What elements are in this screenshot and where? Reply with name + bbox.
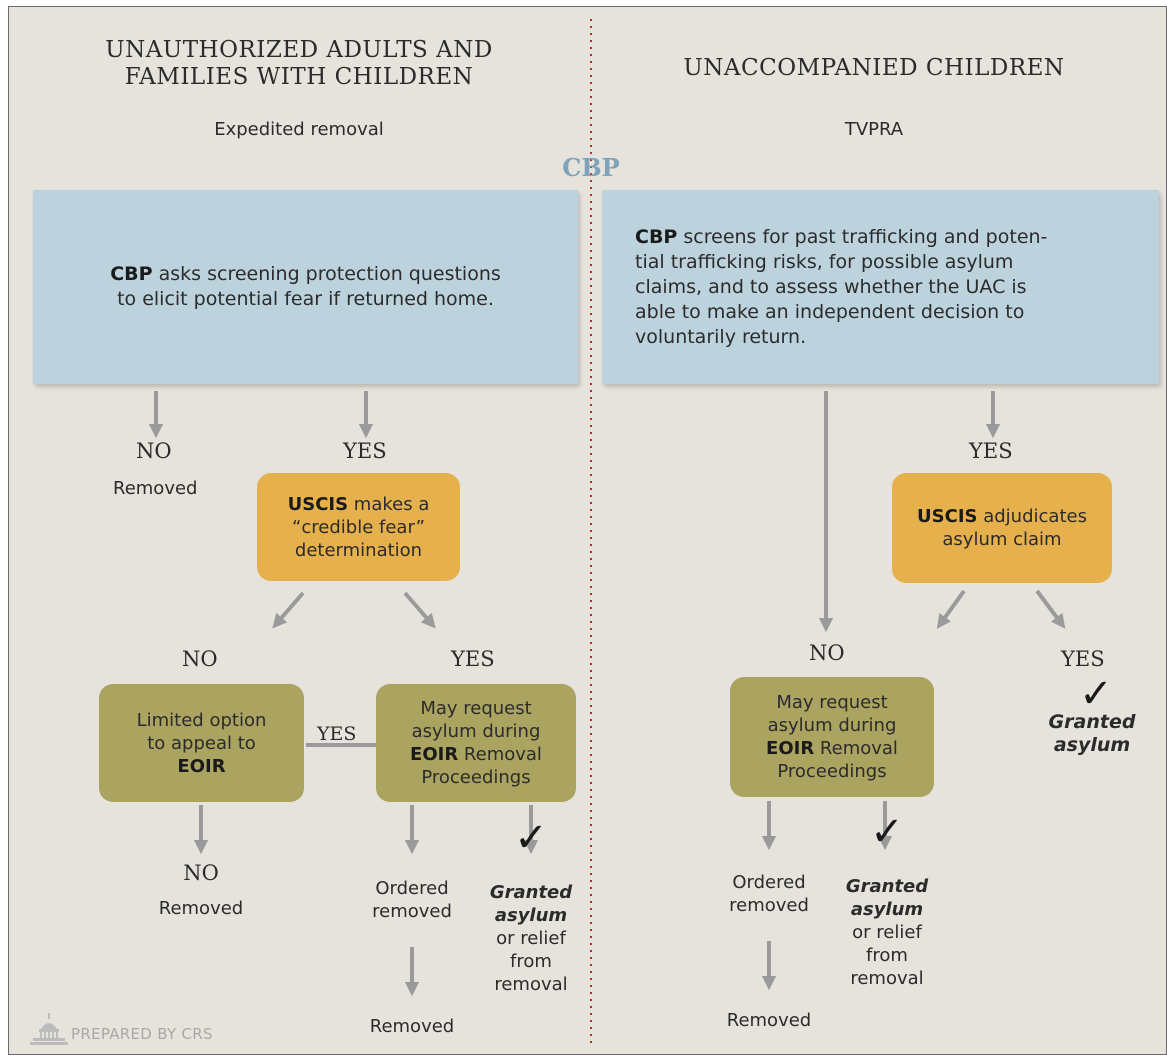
arrow-right-yes2 bbox=[1035, 589, 1066, 629]
left-ordered-removed: Ordered removed bbox=[372, 878, 452, 922]
right-top-check-icon: ✓ bbox=[1079, 671, 1113, 717]
left-request-box: May request asylum during EOIR Removal P… bbox=[376, 684, 576, 802]
left-granted-asylum: Granted asylum or relief from removal bbox=[489, 882, 573, 995]
capitol-dome-icon bbox=[29, 1013, 69, 1047]
left-cbp-screening-box: CBP asks screening protection questions … bbox=[33, 190, 578, 384]
left-no-label-3: NO bbox=[183, 861, 219, 885]
connector-layer bbox=[148, 19, 1066, 1047]
right-no-label-2: NO bbox=[809, 641, 845, 665]
left-check-icon: ✓ bbox=[514, 815, 548, 861]
footer-credit: PREPARED BY CRS bbox=[71, 1025, 213, 1043]
right-uscis-box: USCIS adjudicates asylum claim bbox=[892, 473, 1112, 583]
right-yes-label-1: YES bbox=[969, 439, 1013, 463]
left-removed-label-1: Removed bbox=[113, 478, 198, 499]
right-check-icon: ✓ bbox=[870, 809, 904, 855]
right-heading: UNACCOMPANIED CHILDREN bbox=[683, 55, 1065, 81]
left-no-label-1: NO bbox=[136, 439, 172, 463]
left-removed-label-3: Removed bbox=[158, 898, 244, 919]
flowchart-canvas: UNAUTHORIZED ADULTS AND FAMILIES WITH CH… bbox=[8, 6, 1167, 1055]
left-yes-label-1: YES bbox=[343, 439, 387, 463]
right-ordered-removed: Ordered removed bbox=[729, 872, 809, 916]
right-yes-label-2: YES bbox=[1061, 647, 1105, 671]
center-cbp-label: CBP bbox=[562, 153, 620, 182]
right-top-granted-asylum: Granted asylum bbox=[1048, 711, 1136, 756]
right-request-box: May request asylum during EOIR Removal P… bbox=[730, 677, 934, 797]
capitol-dome-graphic bbox=[30, 1013, 68, 1045]
left-yes-label-2: YES bbox=[451, 647, 495, 671]
right-cbp-screening-box: CBP screens for past trafficking and pot… bbox=[602, 190, 1159, 384]
left-appeal-box: Limited option to appeal to EOIR bbox=[99, 684, 304, 802]
left-uscis-box: USCIS makes a “credible fear” determinat… bbox=[257, 473, 460, 581]
arrow-left-no2 bbox=[272, 591, 305, 629]
left-subheading: Expedited removal bbox=[214, 119, 384, 140]
arrow-left-yes2 bbox=[403, 591, 436, 629]
left-yes-connector-label: YES bbox=[317, 723, 357, 745]
left-heading: UNAUTHORIZED ADULTS AND FAMILIES WITH CH… bbox=[105, 37, 493, 90]
left-removed-final: Removed bbox=[369, 1016, 455, 1037]
right-subheading: TVPRA bbox=[844, 119, 904, 140]
left-no-label-2: NO bbox=[182, 647, 218, 671]
right-removed-final: Removed bbox=[726, 1010, 812, 1031]
right-granted-asylum: Granted asylum or relief from removal bbox=[845, 876, 929, 989]
arrow-right-no2 bbox=[936, 589, 966, 629]
